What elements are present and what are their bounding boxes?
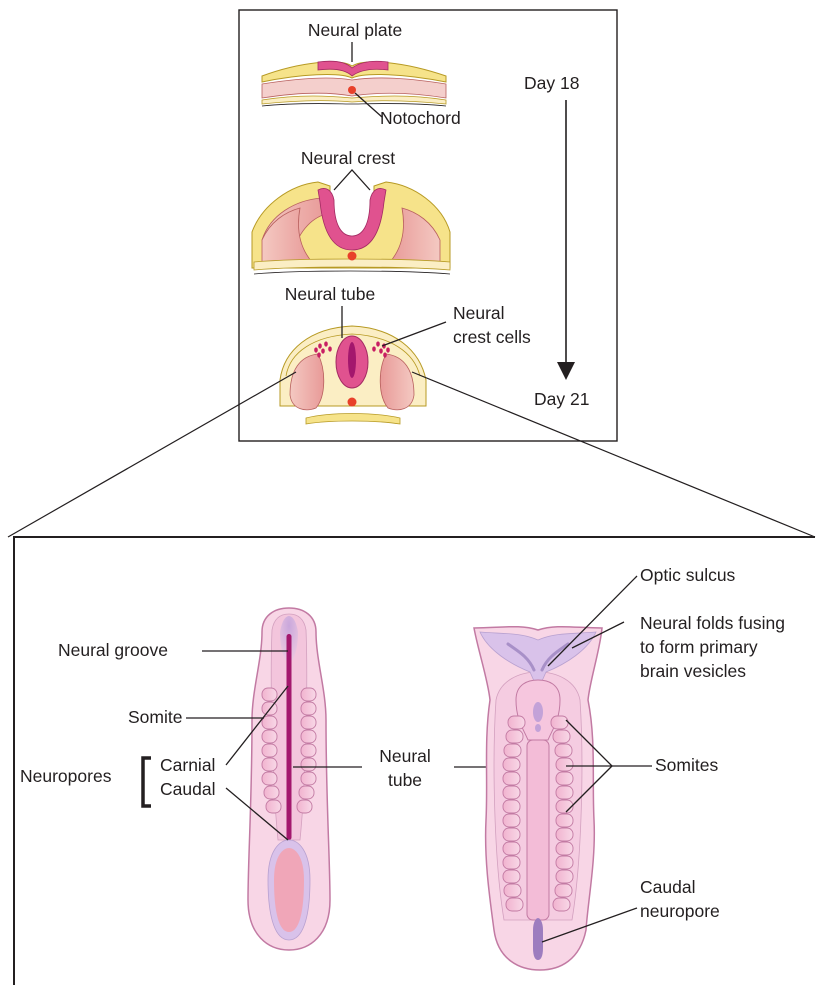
right-embryo bbox=[474, 627, 602, 970]
caudal-neuropore-left bbox=[274, 848, 304, 932]
neural-tube-right bbox=[527, 740, 549, 920]
label-neural-tube: Neural tube bbox=[285, 284, 375, 304]
label-neural-plate: Neural plate bbox=[308, 20, 402, 40]
label-day-21: Day 21 bbox=[534, 389, 589, 409]
label-somite: Somite bbox=[128, 707, 182, 727]
neural-plate-section bbox=[262, 61, 446, 106]
label-somites: Somites bbox=[655, 755, 718, 775]
label-neural-tube-center-2: tube bbox=[388, 770, 422, 790]
label-caudal-neuropore-1: Caudal bbox=[640, 877, 695, 897]
label-neural-tube-center-1: Neural bbox=[379, 746, 431, 766]
label-neural-crest-cells-1: Neural bbox=[453, 303, 505, 323]
label-caudal-neuropore-2: neuropore bbox=[640, 901, 720, 921]
zoom-line-right bbox=[412, 372, 815, 537]
label-carnial: Carnial bbox=[160, 755, 215, 775]
caudal-neuropore-right bbox=[533, 918, 543, 960]
label-neural-folds-3: brain vesicles bbox=[640, 661, 746, 681]
neural-tube-left bbox=[287, 634, 292, 840]
label-optic-sulcus: Optic sulcus bbox=[640, 565, 736, 585]
notochord-dot bbox=[348, 86, 356, 94]
label-neural-groove: Neural groove bbox=[58, 640, 168, 660]
label-day-18: Day 18 bbox=[524, 73, 579, 93]
left-embryo bbox=[248, 608, 330, 950]
label-caudal: Caudal bbox=[160, 779, 215, 799]
label-notochord: Notochord bbox=[380, 108, 461, 128]
neural-crest-section bbox=[252, 182, 450, 274]
label-neural-crest-cells-2: crest cells bbox=[453, 327, 531, 347]
label-neuropores: Neuropores bbox=[20, 766, 112, 786]
neuropores-bracket bbox=[143, 758, 151, 806]
label-neural-crest: Neural crest bbox=[301, 148, 395, 168]
timeline-arrowhead bbox=[557, 362, 575, 380]
label-neural-folds-1: Neural folds fusing bbox=[640, 613, 785, 633]
neural-tube-section bbox=[280, 326, 426, 424]
label-neural-folds-2: to form primary bbox=[640, 637, 758, 657]
zoom-line-left bbox=[8, 372, 296, 537]
